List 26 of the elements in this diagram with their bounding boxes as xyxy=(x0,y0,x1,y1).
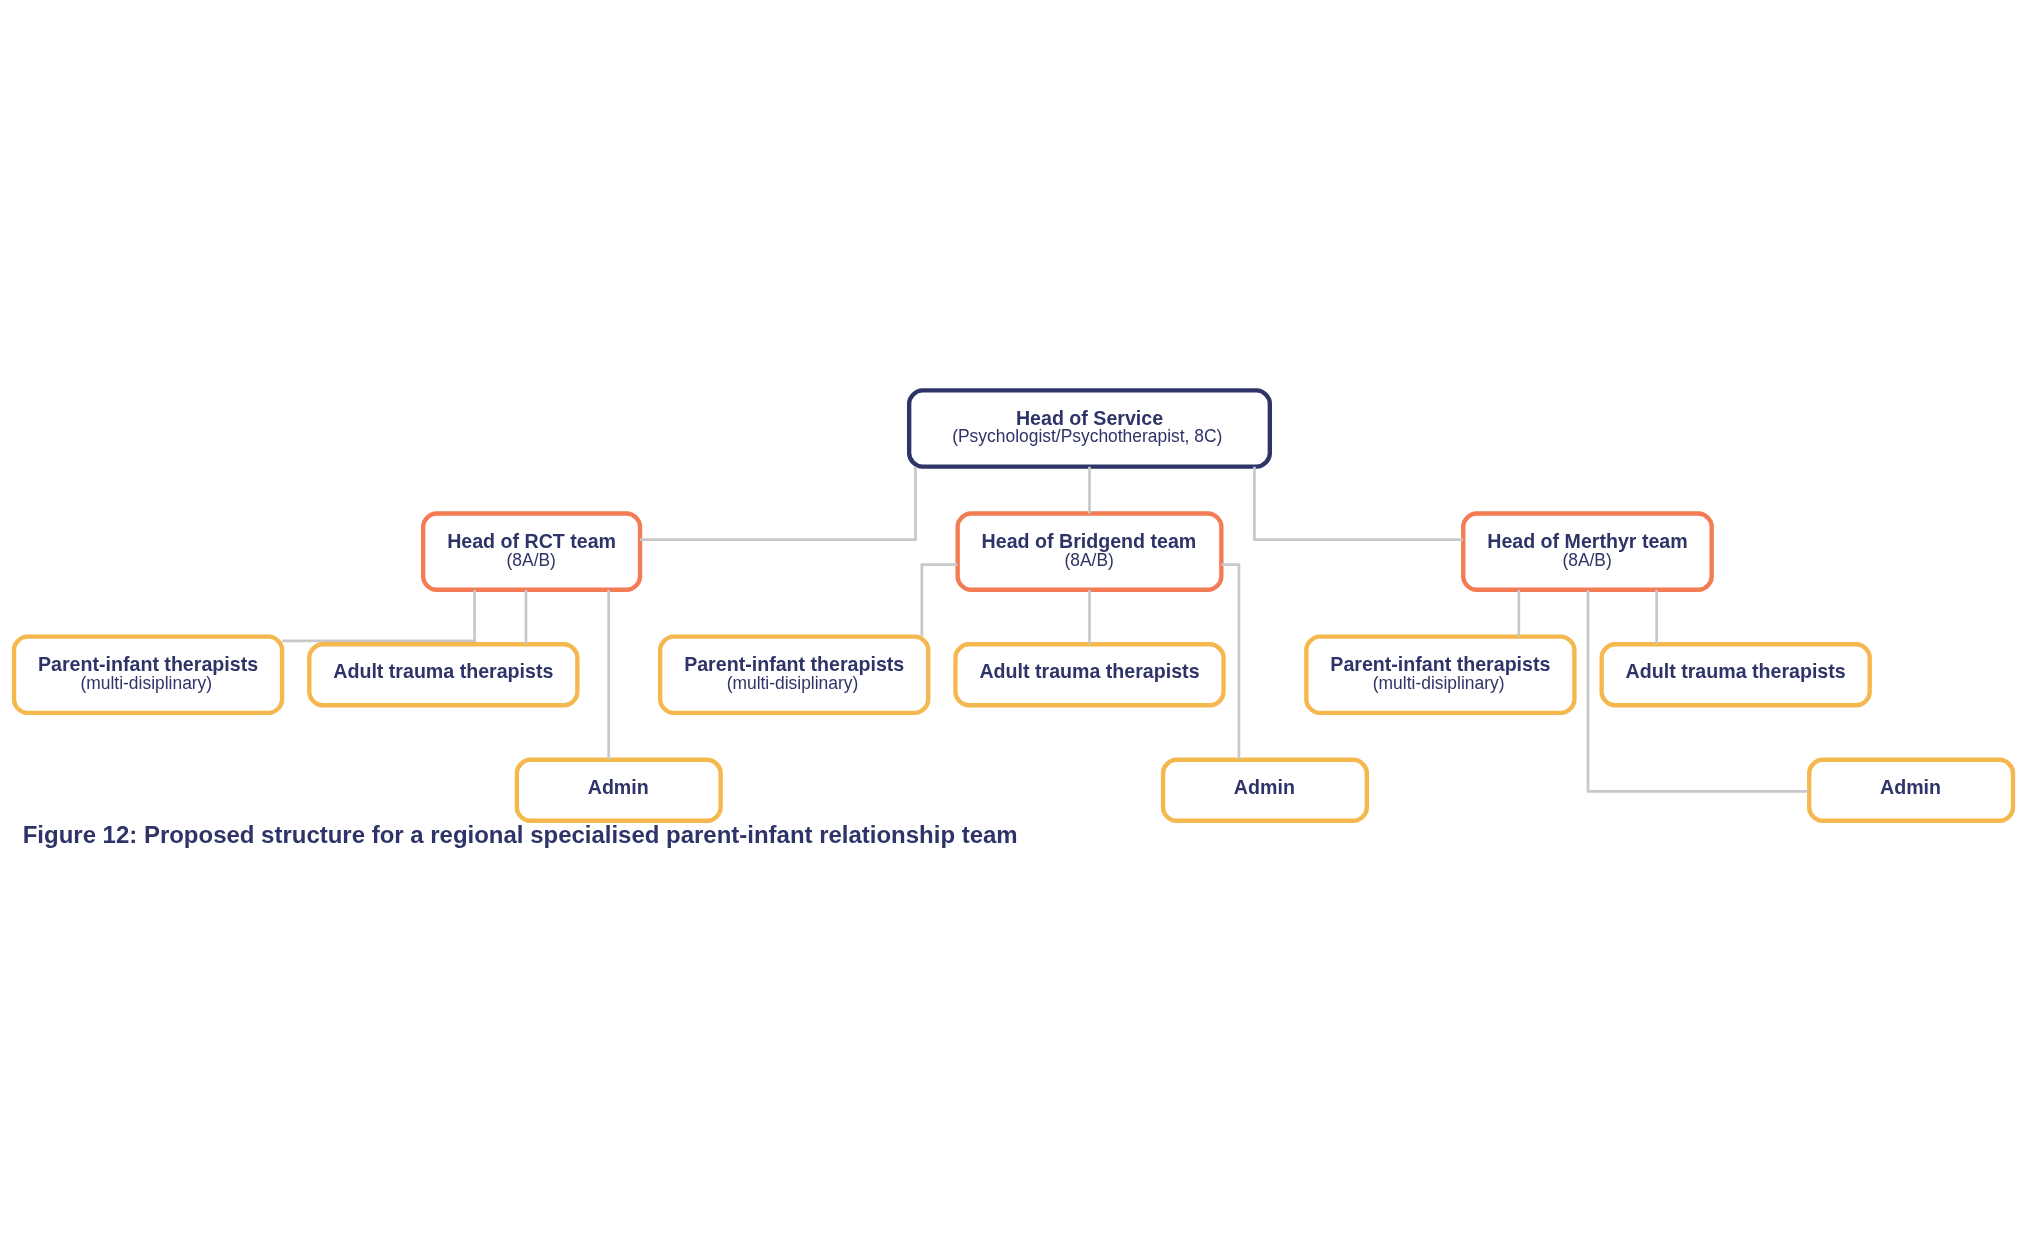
node-box: Parent-infant therapists (multi-disiplinary) xyxy=(658,634,931,716)
node-box: Adult trauma therapists xyxy=(1599,642,1872,708)
connector xyxy=(920,563,958,637)
connector xyxy=(282,590,476,643)
connector xyxy=(1253,466,1463,541)
node-box: Admin xyxy=(1807,757,2016,823)
node-box: Admin xyxy=(514,757,723,823)
node-box: Adult trauma therapists xyxy=(953,642,1226,708)
node-box: Head of Merthyr team (8A/B) xyxy=(1461,511,1714,592)
connector xyxy=(1586,590,1809,793)
node-box: Adult trauma therapists xyxy=(307,642,580,708)
node-box: Parent-infant therapists (multi-disiplinary) xyxy=(1304,634,1577,716)
caption: Figure 12: Proposed structure for a regional specialised parent-infant relationship team xyxy=(22,821,1018,849)
connector xyxy=(1088,466,1091,514)
node-box: Head of Bridgend team (8A/B) xyxy=(955,511,1224,592)
connector xyxy=(1221,563,1241,760)
node-box: Parent-infant therapists (multi-disiplinary) xyxy=(11,634,285,716)
connector xyxy=(524,589,528,644)
connector xyxy=(1655,589,1659,644)
connector xyxy=(607,589,611,760)
connector xyxy=(1088,589,1091,644)
node-box: Head of RCT team (8A/B) xyxy=(421,511,643,592)
connector xyxy=(640,466,917,541)
node-box: Head of Service (Psychologist/Psychotherapist, 8C) xyxy=(907,388,1272,469)
connector xyxy=(1517,589,1521,637)
node-box: Admin xyxy=(1160,757,1369,823)
